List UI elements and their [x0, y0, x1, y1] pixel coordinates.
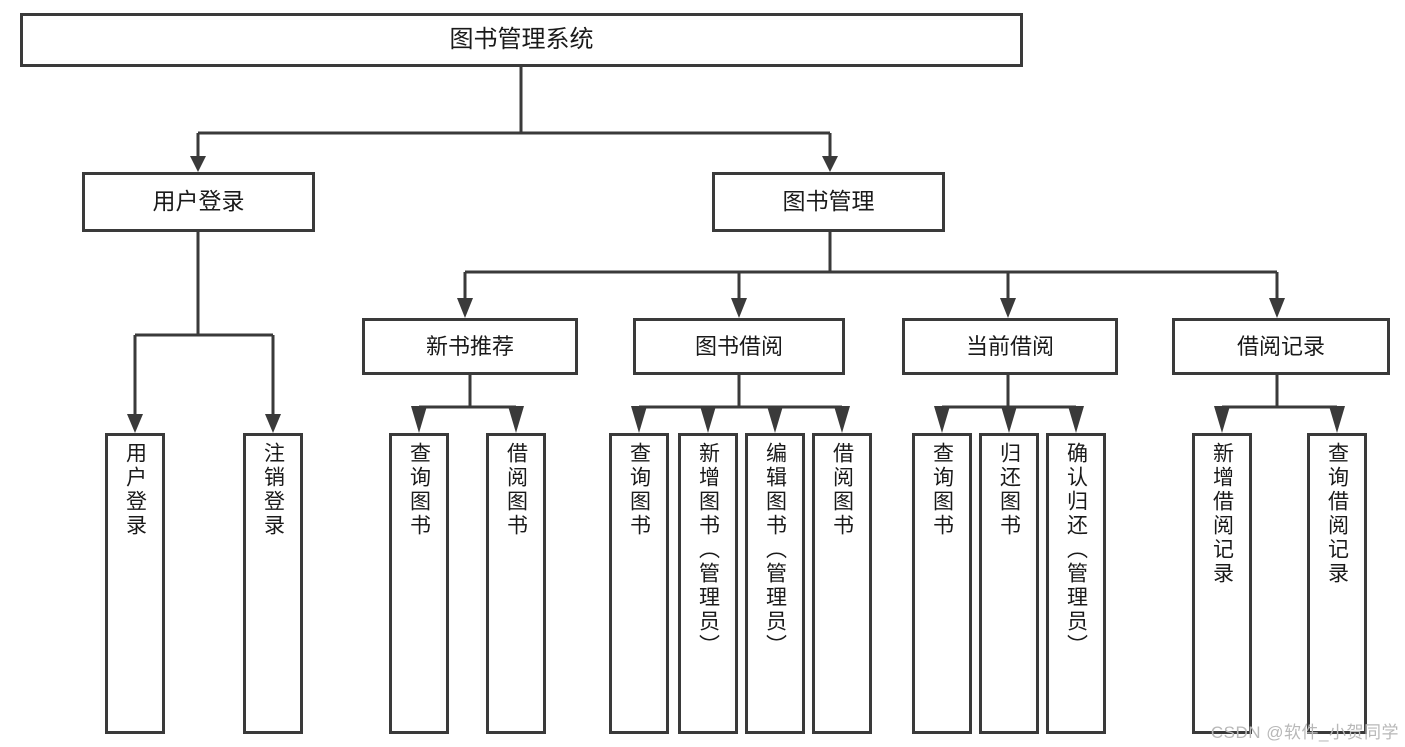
- node-current-borrow[interactable]: 当前借阅: [902, 318, 1118, 375]
- node-leaf-user-logout[interactable]: 注销登录: [243, 433, 303, 734]
- node-label: 新增借阅记录: [1210, 442, 1234, 586]
- arrowhead-bookmgmt: [822, 156, 838, 172]
- node-user-login[interactable]: 用户登录: [82, 172, 315, 232]
- node-leaf-edit-book[interactable]: 编辑图书（管理员）: [745, 433, 805, 734]
- node-leaf-query-book-current[interactable]: 查询图书: [912, 433, 972, 734]
- node-label: 借阅图书: [830, 442, 854, 538]
- node-book-management[interactable]: 图书管理: [712, 172, 945, 232]
- node-leaf-add-book[interactable]: 新增图书（管理员）: [678, 433, 738, 734]
- csdn-watermark: CSDN @软件_小贺同学: [1210, 723, 1399, 742]
- arrowhead-leaf-add-record: [1214, 406, 1230, 433]
- node-label: 借阅图书: [504, 442, 528, 538]
- node-label: 查询借阅记录: [1325, 442, 1349, 586]
- node-book-borrow[interactable]: 图书借阅: [633, 318, 845, 375]
- arrowhead-current-borrow: [1000, 298, 1016, 318]
- arrowhead-leaf-borrow-book-1: [508, 406, 524, 433]
- node-label: 用户登录: [123, 442, 147, 538]
- node-label: 查询图书: [407, 442, 431, 538]
- node-label: 归还图书: [997, 442, 1021, 538]
- node-root-book-management-system[interactable]: 图书管理系统: [20, 13, 1023, 67]
- arrowhead-new-book-recommend: [457, 298, 473, 318]
- node-leaf-return-book[interactable]: 归还图书: [979, 433, 1039, 734]
- node-leaf-borrow-book-recommend[interactable]: 借阅图书: [486, 433, 546, 734]
- node-label: 图书管理: [782, 188, 875, 215]
- node-label: 图书管理系统: [449, 25, 594, 53]
- node-leaf-user-login[interactable]: 用户登录: [105, 433, 165, 734]
- arrowhead-userlogin: [190, 156, 206, 172]
- node-label: 查询图书: [930, 442, 954, 538]
- arrowhead-borrow-record: [1269, 298, 1285, 318]
- arrowhead-leaf-user-logout: [265, 414, 281, 433]
- arrowhead-leaf-query-book-2: [631, 406, 647, 433]
- node-borrow-record[interactable]: 借阅记录: [1172, 318, 1390, 375]
- arrowhead-book-borrow: [731, 298, 747, 318]
- node-leaf-query-book-recommend[interactable]: 查询图书: [389, 433, 449, 734]
- node-label: 新书推荐: [425, 333, 514, 359]
- arrowhead-leaf-edit-book: [767, 406, 783, 433]
- node-new-book-recommend[interactable]: 新书推荐: [362, 318, 578, 375]
- arrowhead-leaf-query-book-3: [934, 406, 950, 433]
- node-leaf-query-borrow-record[interactable]: 查询借阅记录: [1307, 433, 1367, 734]
- node-label: 当前借阅: [965, 333, 1054, 359]
- node-leaf-borrow-book[interactable]: 借阅图书: [812, 433, 872, 734]
- node-leaf-confirm-return[interactable]: 确认归还（管理员）: [1046, 433, 1106, 734]
- node-leaf-query-book-borrow[interactable]: 查询图书: [609, 433, 669, 734]
- node-label: 用户登录: [152, 188, 245, 215]
- node-label: 查询图书: [627, 442, 651, 538]
- node-label: 借阅记录: [1236, 333, 1325, 359]
- arrowhead-leaf-query-record: [1329, 406, 1345, 433]
- arrowhead-leaf-user-login: [127, 414, 143, 433]
- arrowhead-leaf-borrow-book-2: [834, 406, 850, 433]
- node-label: 图书借阅: [694, 333, 783, 359]
- arrowhead-leaf-confirm-return: [1068, 406, 1084, 433]
- arrowhead-leaf-query-book-1: [411, 406, 427, 433]
- node-label: 编辑图书（管理员）: [763, 442, 787, 658]
- node-leaf-add-borrow-record[interactable]: 新增借阅记录: [1192, 433, 1252, 734]
- node-label: 确认归还（管理员）: [1064, 442, 1088, 658]
- arrowhead-leaf-add-book: [700, 406, 716, 433]
- node-label: 注销登录: [261, 442, 285, 538]
- arrowhead-leaf-return-book: [1001, 406, 1017, 433]
- node-label: 新增图书（管理员）: [696, 442, 720, 658]
